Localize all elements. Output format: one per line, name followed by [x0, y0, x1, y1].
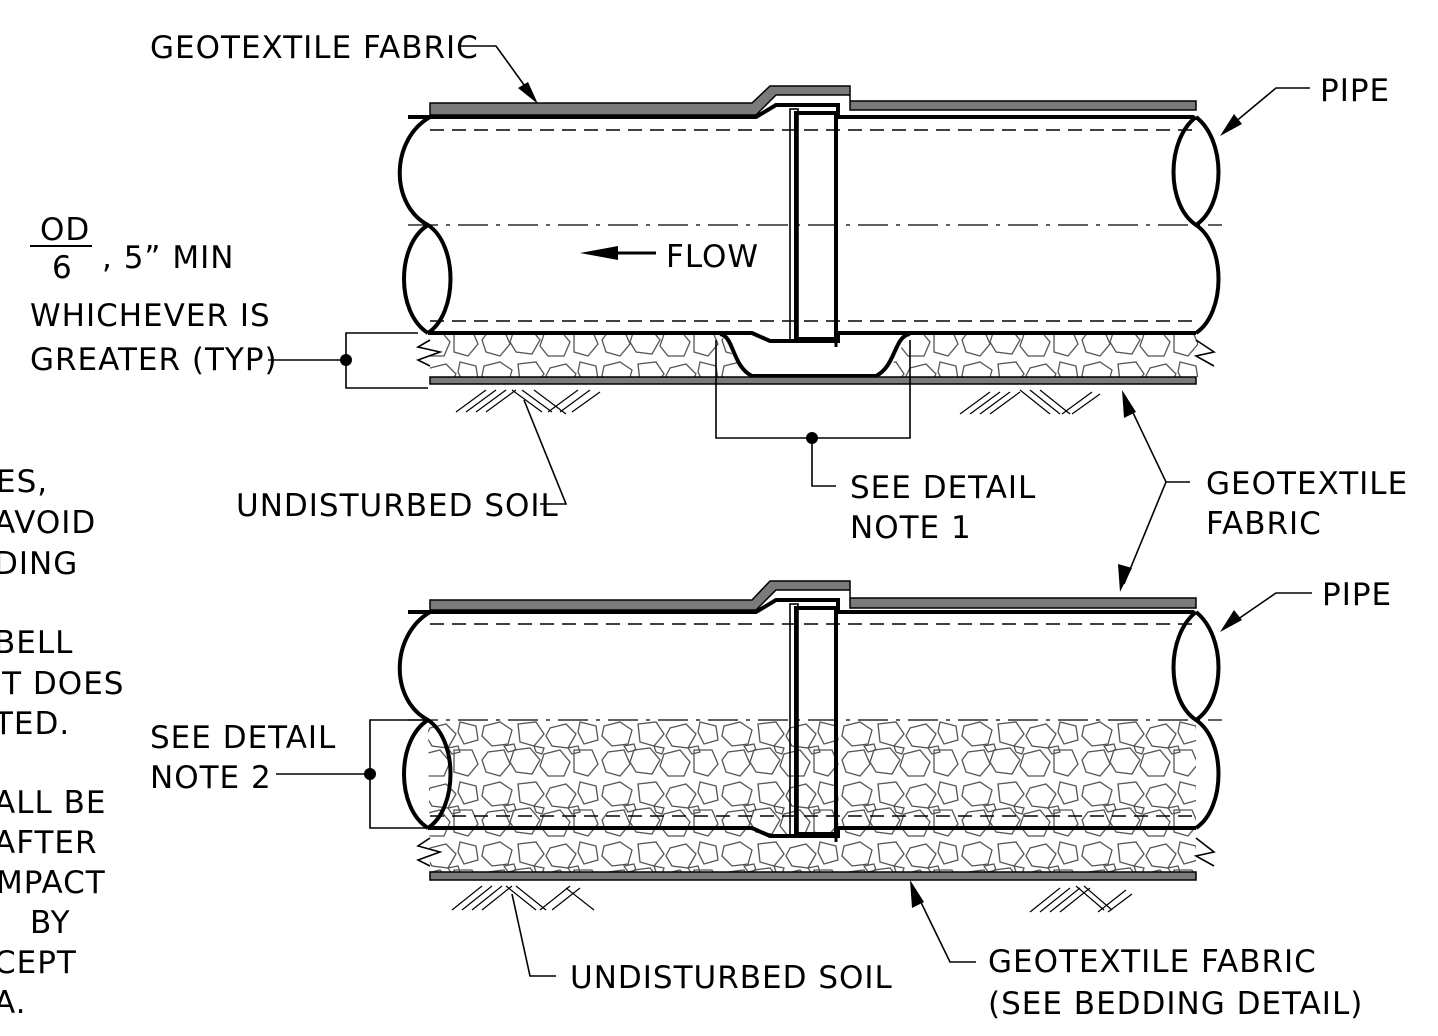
- bottom-soil-hatch-right: [1029, 885, 1133, 913]
- leader-undisturbed-bottom: [511, 893, 556, 977]
- arrow-pipe-bottom: [1220, 610, 1242, 632]
- label-see-detail-1a: SEE DETAIL: [850, 470, 1036, 506]
- label-see-detail-2b: NOTE 2: [150, 760, 272, 796]
- notes-fragments: ES, AVOID DING BELL IT DOES TED. ALL BE …: [0, 464, 124, 1021]
- labels: GEOTEXTILE FABRIC PIPE OD 6 , 5” MIN WHI…: [30, 30, 1408, 1022]
- top-pipe-top-line: [408, 103, 1194, 119]
- bottom-gravel-break-left: [415, 837, 443, 867]
- leader-pipe-top: [1227, 87, 1310, 129]
- bottom-right-break: [1171, 610, 1221, 830]
- note-fragment: DING: [0, 546, 78, 582]
- leader-geotextile-top: [458, 45, 533, 97]
- note-fragment: TED.: [0, 706, 70, 742]
- bottom-soil-hatch-left: [451, 885, 595, 911]
- arrow-geotextile-mid-up: [1122, 390, 1136, 418]
- bottom-pipe-assembly: [397, 580, 1222, 913]
- bottom-pipe-top-line: [408, 598, 1194, 614]
- leader-pipe-bottom: [1227, 592, 1312, 627]
- top-bell-recess-outline: [719, 332, 911, 378]
- note-fragment: A.: [0, 985, 27, 1021]
- note-fragment: MPACT: [0, 865, 106, 901]
- arrow-geotextile-bottom: [910, 880, 924, 908]
- label-geotextile-top: GEOTEXTILE FABRIC: [150, 30, 479, 66]
- top-gravel-break-right: [1193, 339, 1217, 367]
- leader-undisturbed-top: [523, 399, 568, 505]
- label-od-denominator: 6: [52, 250, 73, 286]
- bracket-dot-2: [364, 768, 376, 780]
- label-undisturbed-top: UNDISTURBED SOIL: [236, 488, 559, 524]
- label-flow: FLOW: [666, 239, 759, 275]
- leader-geotextile-bottom: [913, 887, 976, 963]
- note-fragment: ES,: [0, 464, 48, 500]
- top-soil-hatch-right: [959, 389, 1101, 415]
- label-pipe-top: PIPE: [1320, 73, 1390, 109]
- label-od-numerator: OD: [40, 212, 90, 248]
- dim-dot-top: [340, 354, 352, 366]
- leader-geotextile-mid: [1123, 397, 1190, 585]
- top-gravel-break-left: [415, 339, 443, 367]
- bracket-dot-1: [806, 432, 818, 444]
- bottom-fabric-strip: [429, 580, 1197, 611]
- top-spigot: [794, 111, 838, 341]
- note-fragment: IT DOES: [0, 666, 124, 702]
- label-geotextile-bottom-a: GEOTEXTILE FABRIC: [988, 944, 1317, 980]
- bottom-gravel-break-right: [1193, 837, 1216, 867]
- note-fragment: CEPT: [0, 945, 77, 981]
- arrow-geotextile-mid-down: [1118, 564, 1132, 592]
- top-right-break: [1171, 115, 1221, 335]
- top-soil-hatch-left: [455, 389, 601, 415]
- label-greater: GREATER (TYP): [30, 342, 278, 378]
- top-pipe-assembly: [397, 85, 1222, 415]
- top-fabric-strip: [429, 85, 1197, 116]
- bottom-spigot-inner: [789, 603, 799, 837]
- label-undisturbed-bottom: UNDISTURBED SOIL: [570, 960, 893, 996]
- top-spigot-inner: [789, 108, 799, 342]
- note-fragment: AFTER: [0, 825, 98, 861]
- note-fragment: AVOID: [0, 505, 96, 541]
- top-left-break: [397, 115, 453, 335]
- label-geotextile-bottom-b: (SEE BEDDING DETAIL): [988, 986, 1363, 1022]
- leaders: [268, 45, 1312, 977]
- top-bell-recess: [716, 333, 912, 377]
- label-geotextile-mid-b: FABRIC: [1206, 506, 1322, 542]
- label-whichever: WHICHEVER IS: [30, 298, 271, 334]
- note-fragment: BELL: [0, 625, 73, 661]
- arrow-geotextile-top: [518, 82, 538, 104]
- label-see-detail-2a: SEE DETAIL: [150, 720, 336, 756]
- label-pipe-bottom: PIPE: [1322, 577, 1392, 613]
- note-fragment: BY: [30, 905, 71, 941]
- bottom-fabric-bottom-strip: [429, 871, 1197, 881]
- arrow-pipe-top: [1220, 114, 1242, 136]
- flow-arrow-head: [580, 246, 618, 260]
- label-geotextile-mid-a: GEOTEXTILE: [1206, 466, 1408, 502]
- label-od-suffix: , 5” MIN: [102, 240, 234, 276]
- label-see-detail-1b: NOTE 1: [850, 510, 972, 546]
- top-fabric-bottom-strip: [429, 376, 1197, 385]
- bottom-gravel-encasement: [428, 720, 1196, 872]
- note-fragment: ALL BE: [0, 785, 106, 821]
